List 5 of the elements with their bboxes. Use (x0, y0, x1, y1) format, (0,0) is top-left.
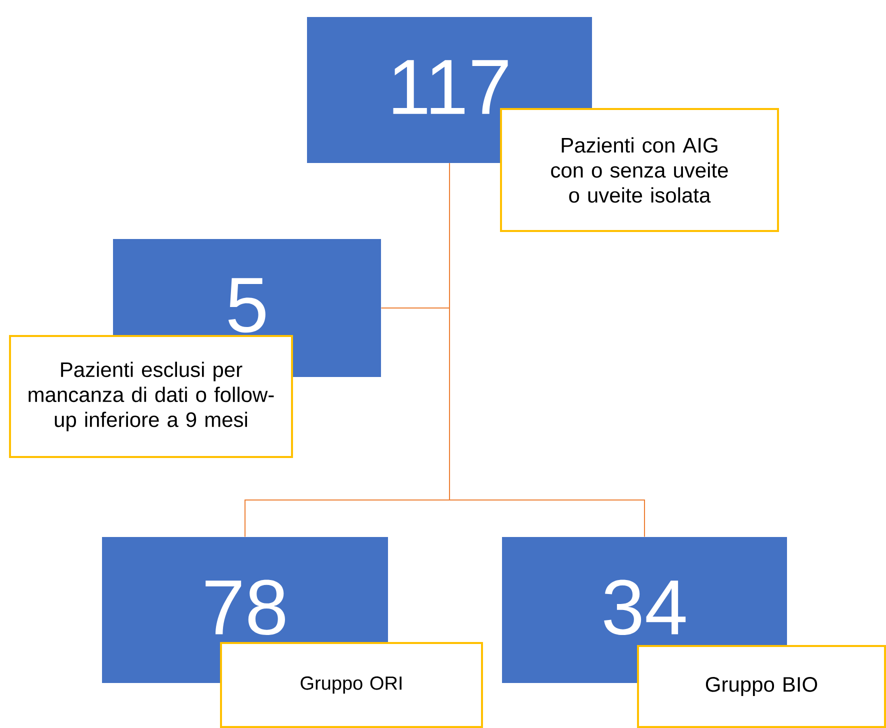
note-box: Gruppo ORI (220, 642, 483, 728)
note-box: Gruppo BIO (637, 645, 886, 728)
connector-line (449, 162, 645, 538)
note-box: Pazienti con AIG con o senza uveite o uveite isolata (500, 108, 779, 232)
note-box: Pazienti esclusi per mancanza di dati o follow-up inferiore a 9 mesi (9, 335, 293, 458)
